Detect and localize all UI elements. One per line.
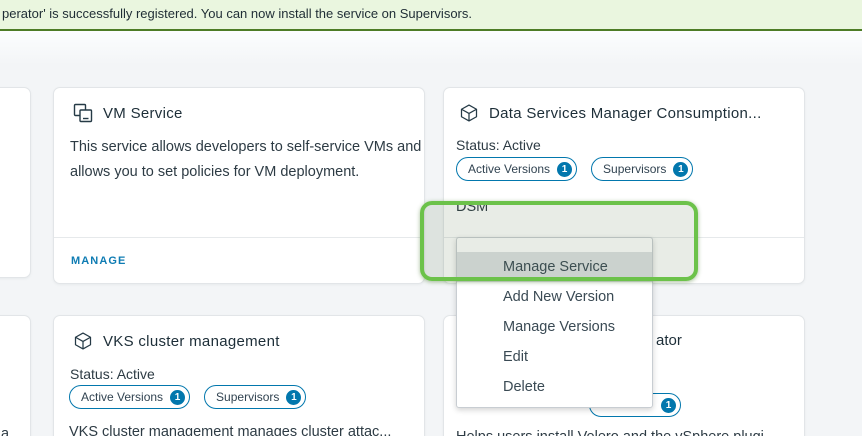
badge-row: Active Versions 1 Supervisors 1 [69,385,307,409]
card-vks-cluster-management: VKS cluster management Status: Active Ac… [53,315,425,436]
card-header: VM Service [73,103,183,123]
badge-count: 1 [170,389,186,405]
vm-icon [73,103,93,123]
card-title: VKS cluster management [103,332,280,350]
badge-active-versions: Active Versions 1 [69,385,191,409]
badge-label: Active Versions [81,390,164,404]
badge-label: Active Versions [468,162,551,176]
badge-count: 1 [557,161,573,177]
badge-label: Supervisors [603,162,667,176]
services-grid: VM Service This service allows developer… [0,31,862,436]
card-description: Helps users install Velero and the vSphe… [456,425,801,436]
cube-icon [73,331,93,351]
card-partial-left-top [0,87,31,278]
card-description-fragment: a... [1,426,22,436]
menu-item-edit[interactable]: Edit [503,349,528,365]
menu-item-add-new-version[interactable]: Add New Version [503,289,615,305]
manage-button[interactable]: MANAGE [71,254,127,267]
badge-label: Supervisors [216,390,280,404]
card-description: DSM [456,199,489,215]
badge-supervisors: Supervisors 1 [591,157,694,181]
banner-message: perator' is successfully registered. You… [2,6,472,21]
status-text: Status: Active [70,366,155,382]
card-description: This service allows developers to self-s… [70,139,422,180]
card-title-fragment: ator [656,332,682,349]
card-description: VKS cluster management manages cluster a… [69,424,392,436]
success-banner: perator' is successfully registered. You… [0,0,862,31]
badge-count: 1 [286,389,302,405]
badge-count: 1 [673,161,689,177]
menu-item-delete[interactable]: Delete [503,379,545,395]
badge-count: 1 [661,397,676,413]
status-text: Status: Active [456,137,541,153]
card-header: Data Services Manager Consumption... [459,103,762,123]
card-title: VM Service [103,104,183,122]
card-header: VKS cluster management [73,331,280,351]
badge-row: Active Versions 1 Supervisors 1 [456,157,694,181]
badge-supervisors: Supervisors 1 [204,385,307,409]
card-vm-service: VM Service This service allows developer… [53,87,425,284]
menu-item-manage-versions[interactable]: Manage Versions [503,319,616,335]
actions-dropdown-menu: Manage Service Add New Version Manage Ve… [456,237,653,408]
badge-active-versions: Active Versions 1 [456,157,578,181]
card-title: Data Services Manager Consumption... [489,104,762,122]
card-partial-left-bottom: a... [0,315,31,436]
menu-item-manage-service[interactable]: Manage Service [457,252,652,282]
card-footer: MANAGE [54,237,424,283]
cube-icon [459,103,479,123]
